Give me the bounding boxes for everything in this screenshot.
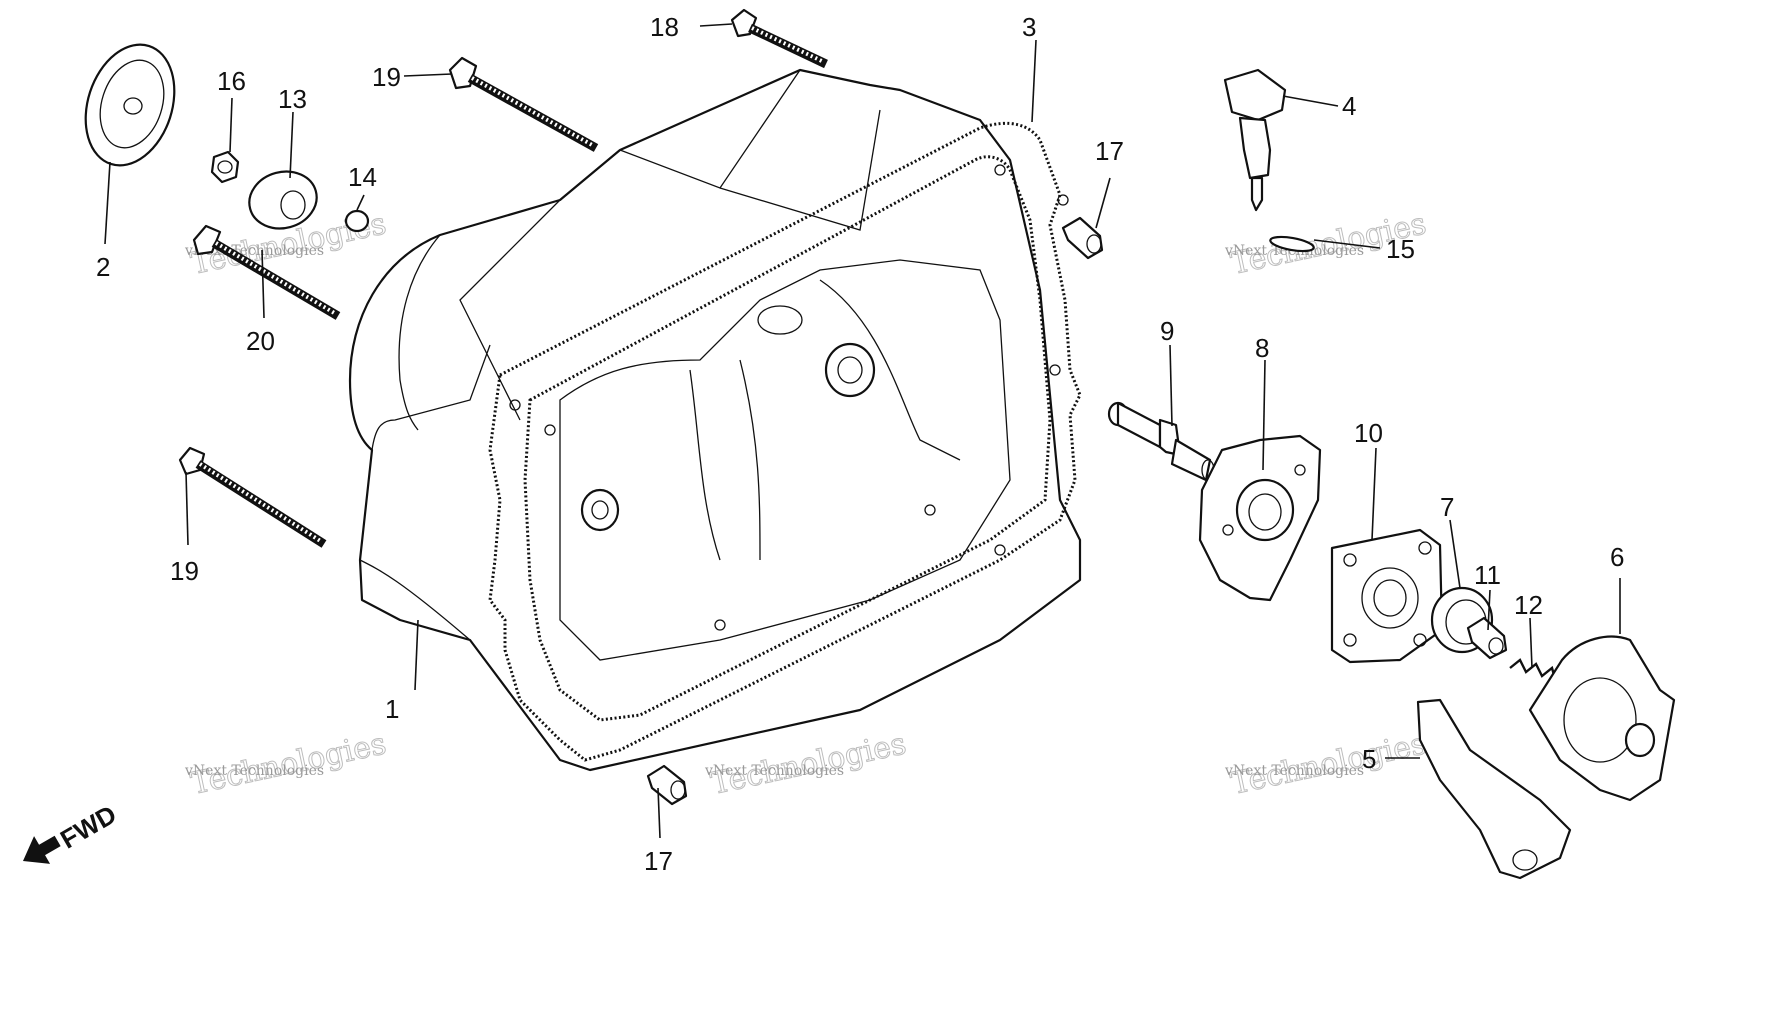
- part-11-collar[interactable]: [1466, 616, 1508, 660]
- callout-9: 9: [1160, 316, 1174, 346]
- fwd-indicator: FWD: [23, 799, 121, 864]
- part-10-plate[interactable]: [1330, 528, 1444, 664]
- callout-3: 3: [1022, 12, 1036, 42]
- watermark-small-text: vNext Technologies: [1224, 763, 1364, 779]
- part-12-spring[interactable]: [1509, 658, 1558, 683]
- callout-6: 6: [1610, 542, 1624, 572]
- callout-4: 4: [1342, 91, 1356, 121]
- part-19-bolt-lower[interactable]: [178, 446, 327, 548]
- part-6-cover[interactable]: [1528, 635, 1676, 802]
- part-19-bolt-upper[interactable]: [448, 56, 599, 152]
- part-17-dowel-upper[interactable]: [1061, 216, 1104, 260]
- callout-17: 17: [644, 846, 673, 876]
- part-18-bolt[interactable]: [730, 8, 828, 69]
- part-3-gasket[interactable]: [488, 121, 1082, 762]
- callout-18: 18: [650, 12, 679, 42]
- part-9-shaft[interactable]: [1107, 401, 1215, 482]
- callout-17: 17: [1095, 136, 1124, 166]
- callout-12: 12: [1514, 590, 1543, 620]
- part-14-o-ring[interactable]: [344, 209, 370, 233]
- part-8-housing[interactable]: [1198, 434, 1322, 602]
- watermark-small-text: vNext Technologies: [184, 763, 324, 779]
- watermark-bottom-right: Technologies vNext Technologies: [1224, 726, 1430, 803]
- part-20-bolt[interactable]: [192, 224, 341, 320]
- callout-5: 5: [1362, 744, 1376, 774]
- fwd-label: FWD: [55, 799, 121, 855]
- fwd-arrow-icon: [23, 835, 61, 864]
- part-2-cap[interactable]: [71, 33, 189, 177]
- callout-15: 15: [1386, 234, 1415, 264]
- part-17-dowel-lower[interactable]: [646, 764, 688, 806]
- callout-11: 11: [1474, 560, 1501, 590]
- callout-19: 19: [372, 62, 401, 92]
- part-5-lever[interactable]: [1416, 698, 1572, 880]
- part-13-grommet[interactable]: [243, 164, 323, 236]
- callout-19: 19: [170, 556, 199, 586]
- part-15-o-ring[interactable]: [1269, 234, 1315, 253]
- watermark-small-text: vNext Technologies: [704, 763, 844, 779]
- callout-20: 20: [246, 326, 275, 356]
- part-4-dipstick[interactable]: [1223, 68, 1287, 212]
- callout-7: 7: [1440, 492, 1454, 522]
- callout-2: 2: [96, 252, 110, 282]
- callout-16: 16: [217, 66, 246, 96]
- callout-13: 13: [278, 84, 307, 114]
- callout-8: 8: [1255, 333, 1269, 363]
- callout-1: 1: [385, 694, 399, 724]
- callout-10: 10: [1354, 418, 1383, 448]
- watermark-bottom-left: Technologies vNext Technologies: [184, 726, 390, 803]
- part-1-crankcase-cover[interactable]: [348, 68, 1082, 772]
- leader-lines: [104, 23, 1621, 839]
- callout-14: 14: [348, 162, 377, 192]
- part-16-nut[interactable]: [210, 150, 240, 184]
- callout-labels: 1 2 3 4 5 6 7 8 9 10 11 12 13 14 15 16 1…: [96, 12, 1624, 876]
